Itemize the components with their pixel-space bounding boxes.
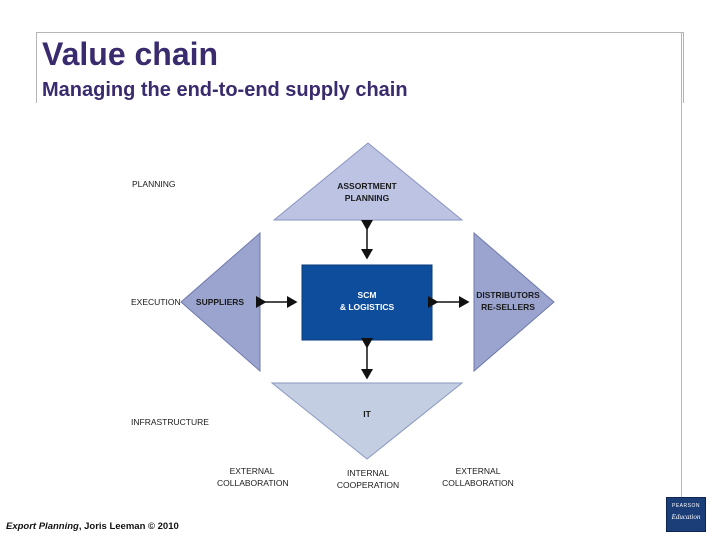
external-collaboration-right-label: EXTERNAL COLLABORATION (442, 466, 514, 488)
it-triangle (270, 382, 464, 460)
scm-logistics-box (301, 264, 433, 341)
slide-subtitle: Managing the end-to-end supply chain (42, 79, 408, 101)
slide-title: Value chain (42, 36, 219, 72)
right-divider (681, 32, 682, 512)
it-label: IT (363, 409, 371, 419)
footer-author: , Joris Leeman © 2010 (78, 521, 179, 532)
logo-line-1: PEARSON (672, 503, 700, 509)
footer-book-title: Export Planning (6, 521, 79, 532)
pearson-education-logo: PEARSON Education (666, 497, 706, 532)
execution-label: EXECUTION (131, 297, 181, 307)
scm-logistics-label: SCM & LOGISTICS (339, 290, 395, 312)
suppliers-label: SUPPLIERS (195, 297, 245, 307)
logo-line-2: Education (671, 513, 701, 521)
external-collaboration-left-label: EXTERNAL COLLABORATION (217, 466, 289, 488)
internal-cooperation-label: INTERNAL COOPERATION (336, 468, 400, 490)
title-frame (36, 32, 684, 103)
planning-label: PLANNING (132, 179, 176, 189)
infrastructure-label: INFRASTRUCTURE (131, 417, 209, 427)
distributors-resellers-label: DISTRIBUTORS RE-SELLERS (476, 290, 540, 312)
distributors-triangle (473, 231, 555, 373)
assortment-planning-label: ASSORTMENT PLANNING (337, 181, 397, 203)
footer-citation: Export Planning, Joris Leeman © 2010 (6, 521, 179, 532)
